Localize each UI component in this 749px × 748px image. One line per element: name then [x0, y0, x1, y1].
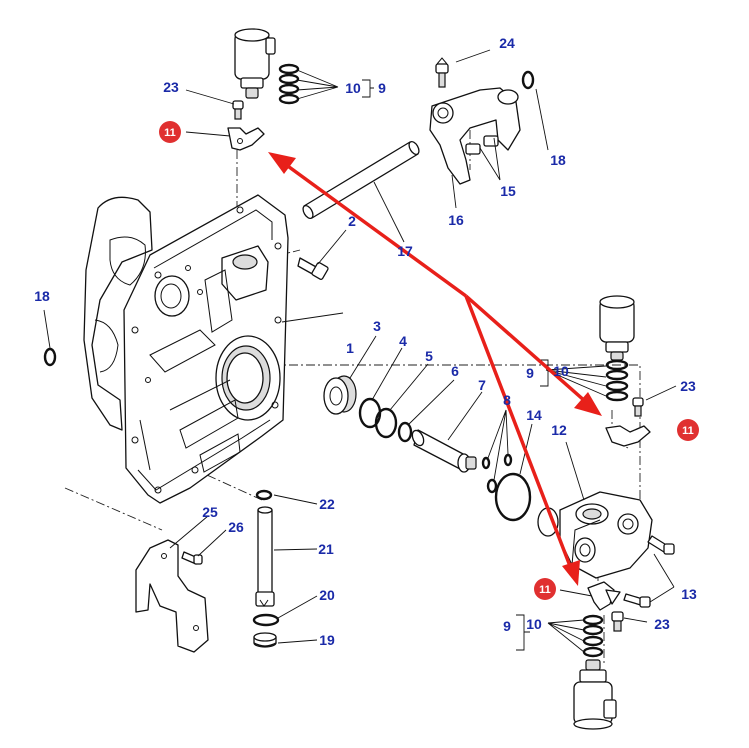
- label-14: 14: [526, 407, 542, 423]
- label-4: 4: [399, 333, 407, 349]
- seal-3: [323, 375, 357, 415]
- label-23-bottom: 23: [654, 616, 670, 632]
- arrow-to-bottom-fork: [464, 295, 572, 567]
- o-ring-18-top: [521, 70, 535, 90]
- badge-11-right: 11: [677, 419, 699, 441]
- badge-11-top: 11: [159, 121, 181, 143]
- label-1: 1: [346, 340, 354, 356]
- shift-rod: [302, 140, 420, 220]
- label-13: 13: [681, 586, 697, 602]
- ring-5: [374, 407, 398, 439]
- right-o-rings: [605, 359, 629, 402]
- top-left-solenoid: [234, 28, 276, 99]
- badge-11-top-text: 11: [164, 127, 176, 139]
- label-19: 19: [319, 632, 335, 648]
- badge-11-bottom: 11: [534, 578, 556, 600]
- label-9-top: 9: [378, 80, 386, 96]
- screw-24: [435, 57, 449, 88]
- label-9-bottom: 9: [503, 618, 511, 634]
- leader-lines: [43, 49, 677, 653]
- arrow-head-right-fork: [574, 392, 602, 416]
- label-15: 15: [500, 183, 516, 199]
- ring-6: [397, 421, 413, 443]
- label-7: 7: [478, 377, 486, 393]
- label-18-top: 18: [550, 152, 566, 168]
- label-9-right: 9: [526, 365, 534, 381]
- label-23-top: 23: [163, 79, 179, 95]
- right-shift-fork: [605, 425, 651, 447]
- right-screw: [632, 397, 644, 417]
- label-6: 6: [451, 363, 459, 379]
- red-arrows: [268, 152, 602, 586]
- bottom-screw: [611, 611, 624, 632]
- bolts-13: [623, 535, 675, 608]
- arrow-to-right-fork: [464, 294, 588, 404]
- top-o-rings: [278, 63, 300, 105]
- rings-8: [481, 453, 513, 494]
- label-18-left: 18: [34, 288, 50, 304]
- valve-body-12: [537, 491, 653, 579]
- badge-11-bottom-text: 11: [539, 584, 551, 596]
- label-20: 20: [319, 587, 335, 603]
- label-17: 17: [397, 243, 413, 259]
- fork-bracket-16: [429, 87, 521, 185]
- right-solenoid: [599, 295, 635, 361]
- arrow-head-bottom-fork: [562, 560, 580, 586]
- bottom-solenoid: [573, 659, 617, 730]
- arrow-head-top-fork: [268, 152, 296, 174]
- bolt-2: [297, 257, 329, 280]
- label-10-right: 10: [553, 363, 569, 379]
- bracket-25: [135, 539, 209, 653]
- top-screw: [232, 100, 244, 120]
- pipe-21: [255, 506, 275, 607]
- label-12: 12: [551, 422, 567, 438]
- label-10-bottom: 10: [526, 616, 542, 632]
- label-10-top: 10: [345, 80, 361, 96]
- badge-11-right-text: 11: [682, 425, 694, 437]
- callout-labels: 1 2 3 4 5 6 7 8 9 9 9 10 10 10 12 13 14 …: [34, 35, 697, 648]
- bottom-shift-fork: [587, 581, 621, 611]
- label-16: 16: [448, 212, 464, 228]
- label-5: 5: [425, 348, 433, 364]
- o-ring-14: [494, 472, 532, 522]
- shaft-7: [411, 429, 477, 473]
- label-24: 24: [499, 35, 515, 51]
- arrow-to-top-fork: [283, 162, 468, 298]
- label-23-right: 23: [680, 378, 696, 394]
- ring-20: [252, 613, 280, 627]
- bolt-26: [181, 551, 203, 565]
- label-3: 3: [373, 318, 381, 334]
- ring-22: [255, 489, 273, 501]
- label-8: 8: [503, 392, 511, 408]
- label-26: 26: [228, 519, 244, 535]
- label-25: 25: [202, 504, 218, 520]
- label-2: 2: [348, 213, 356, 229]
- transmission-housing: [83, 194, 289, 504]
- top-shift-fork: [227, 127, 265, 151]
- o-ring-18-left: [43, 347, 57, 367]
- plug-19: [253, 632, 277, 648]
- bottom-o-rings: [582, 614, 604, 658]
- label-21: 21: [318, 541, 334, 557]
- label-22: 22: [319, 496, 335, 512]
